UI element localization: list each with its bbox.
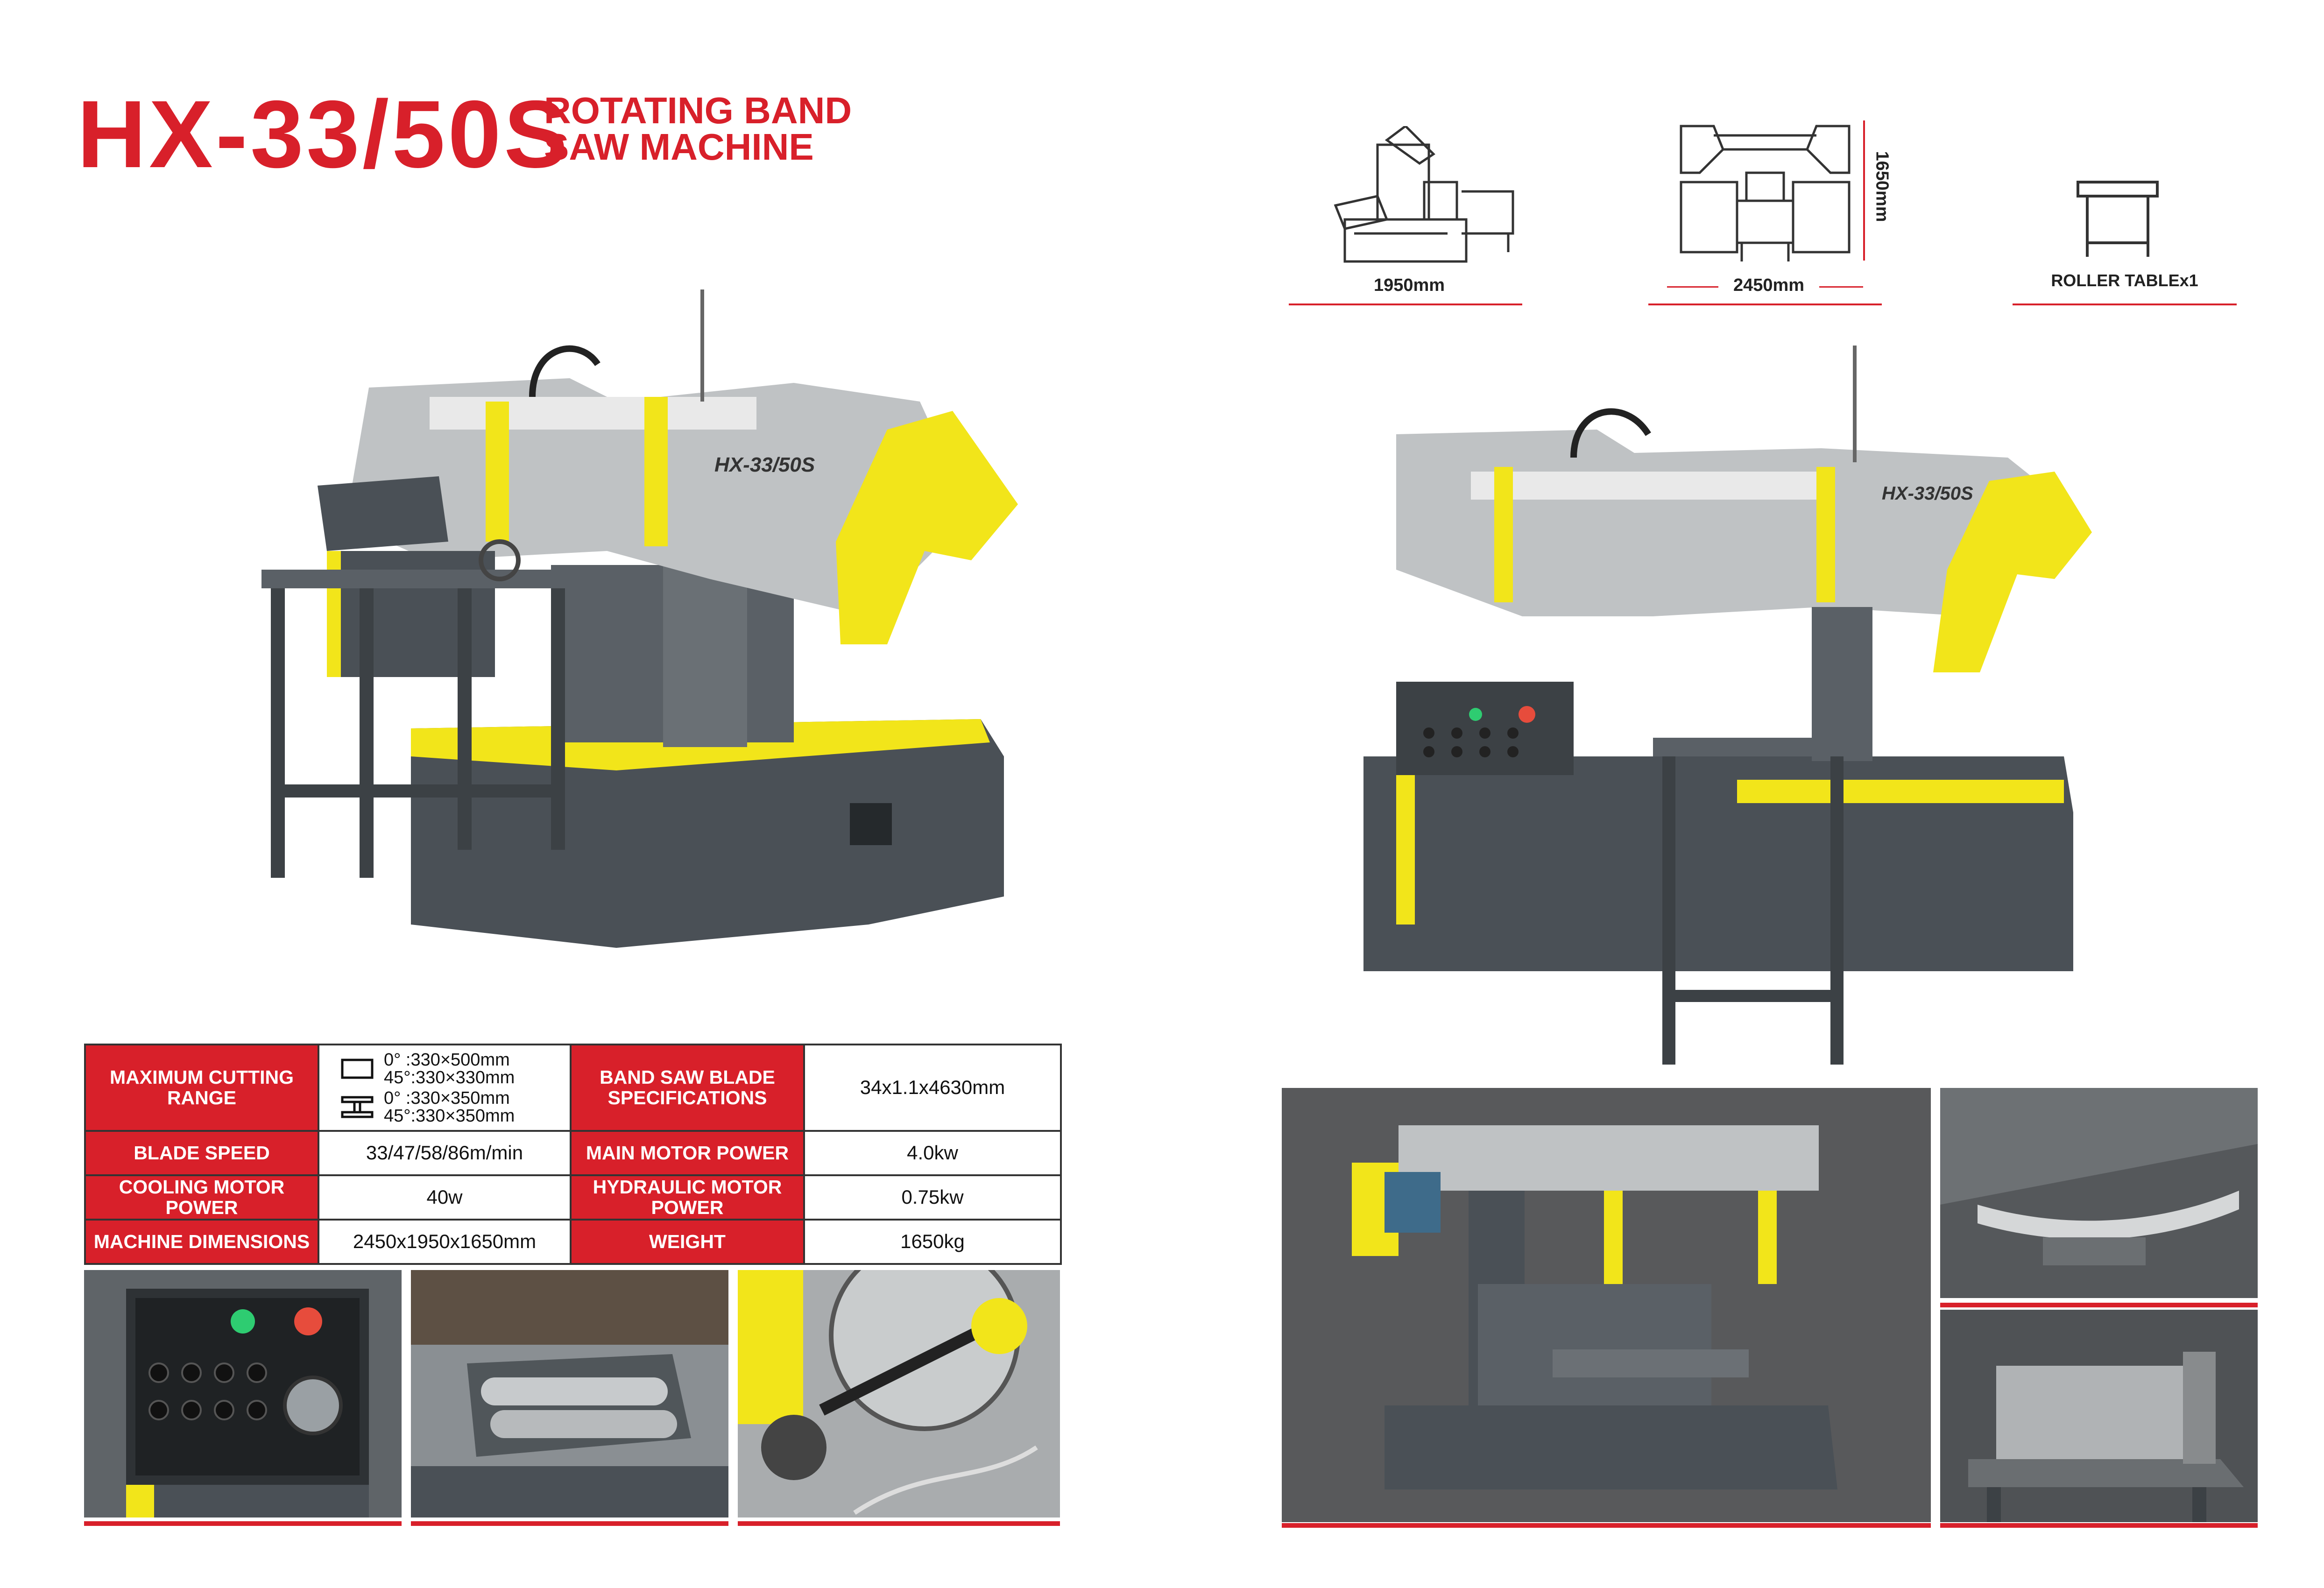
i-beam-section-row: 0° :330×350mm 45°:330×350mm bbox=[322, 1089, 567, 1125]
detail-blade-guide bbox=[738, 1270, 1060, 1517]
band-saw-blade-label: BAND SAW BLADE SPECIFICATIONS bbox=[570, 1044, 805, 1132]
rect-0-degree: 0° :330×500mm bbox=[384, 1050, 510, 1070]
length-dimension: 2450mm bbox=[1648, 271, 1882, 305]
rect-45-degree: 45°:330×330mm bbox=[384, 1067, 515, 1087]
weight-label: WEIGHT bbox=[570, 1219, 805, 1265]
product-subtitle: ROTATING BAND SAW MACHINE bbox=[544, 92, 852, 166]
detail-rollers bbox=[411, 1270, 728, 1517]
spec-row-3: COOLING MOTOR POWER 40w HYDRAULIC MOTOR … bbox=[84, 1174, 1062, 1221]
hydraulic-motor-value: 0.75kw bbox=[803, 1174, 1062, 1221]
machine-photo-right: HX-33/50S bbox=[1326, 346, 2092, 1079]
hydraulic-motor-label: HYDRAULIC MOTOR POWER bbox=[570, 1174, 805, 1221]
cooling-motor-label: COOLING MOTOR POWER bbox=[84, 1174, 319, 1221]
spec-row-1: MAXIMUM CUTTING RANGE 0° :330×500mm 45°:… bbox=[84, 1044, 1062, 1132]
blade-speed-label: BLADE SPEED bbox=[84, 1130, 319, 1176]
spec-table: MAXIMUM CUTTING RANGE 0° :330×500mm 45°:… bbox=[84, 1044, 1062, 1265]
cooling-motor-value: 40w bbox=[318, 1174, 572, 1221]
beam-45-degree: 45°:330×350mm bbox=[384, 1106, 515, 1126]
spec-row-2: BLADE SPEED 33/47/58/86m/min MAIN MOTOR … bbox=[84, 1130, 1062, 1176]
roller-table-label: ROLLER TABLEx1 bbox=[2051, 271, 2198, 290]
width-dimension: 1950mm bbox=[1289, 271, 1522, 305]
main-motor-label: MAIN MOTOR POWER bbox=[570, 1130, 805, 1176]
weight-value: 1650kg bbox=[803, 1219, 1062, 1265]
machine-dimensions-value: 2450x1950x1650mm bbox=[318, 1219, 572, 1265]
detail-scale-arc bbox=[1940, 1088, 2258, 1298]
subtitle-line-2: SAW MACHINE bbox=[544, 126, 814, 168]
machine-photo-left: HX-33/50S bbox=[149, 261, 1037, 981]
width-dimension-label: 1950mm bbox=[1345, 275, 1474, 296]
band-saw-blade-value: 34x1.1x4630mm bbox=[803, 1044, 1062, 1132]
machine-illustration-left: HX-33/50S bbox=[261, 289, 1018, 948]
blade-speed-value: 33/47/58/86m/min bbox=[318, 1130, 572, 1176]
max-cutting-range-value: 0° :330×500mm 45°:330×330mm 0° :330×350m… bbox=[318, 1044, 572, 1132]
detail-feed-table bbox=[1940, 1310, 2258, 1522]
height-dimension: 1650mm bbox=[1863, 117, 1900, 266]
machine-dimensions-label: MACHINE DIMENSIONS bbox=[84, 1219, 319, 1265]
model-title: HX-33/50S bbox=[77, 81, 571, 188]
side-view-outline-icon bbox=[1326, 126, 1522, 266]
rectangle-section-icon bbox=[341, 1059, 374, 1079]
machine-logo-text-right: HX-33/50S bbox=[1882, 483, 1973, 504]
roller-table-accessory: ROLLER TABLEx1 bbox=[2013, 271, 2237, 305]
spec-row-4: MACHINE DIMENSIONS 2450x1950x1650mm WEIG… bbox=[84, 1219, 1062, 1265]
height-dimension-label: 1650mm bbox=[1872, 151, 1892, 222]
detail-control-panel bbox=[84, 1270, 402, 1517]
max-cutting-range-label: MAXIMUM CUTTING RANGE bbox=[84, 1044, 319, 1132]
length-dimension-label: 2450mm bbox=[1718, 275, 1819, 296]
front-view-outline-icon bbox=[1672, 121, 1858, 266]
detail-rear-view bbox=[1282, 1088, 1931, 1522]
machine-logo-text: HX-33/50S bbox=[714, 453, 815, 476]
main-motor-value: 4.0kw bbox=[803, 1130, 1062, 1176]
rectangle-section-row: 0° :330×500mm 45°:330×330mm bbox=[322, 1051, 567, 1087]
subtitle-line-1: ROTATING BAND bbox=[544, 90, 852, 131]
roller-table-outline-icon bbox=[2073, 177, 2162, 261]
i-beam-section-icon bbox=[341, 1096, 374, 1118]
beam-0-degree: 0° :330×350mm bbox=[384, 1088, 510, 1108]
